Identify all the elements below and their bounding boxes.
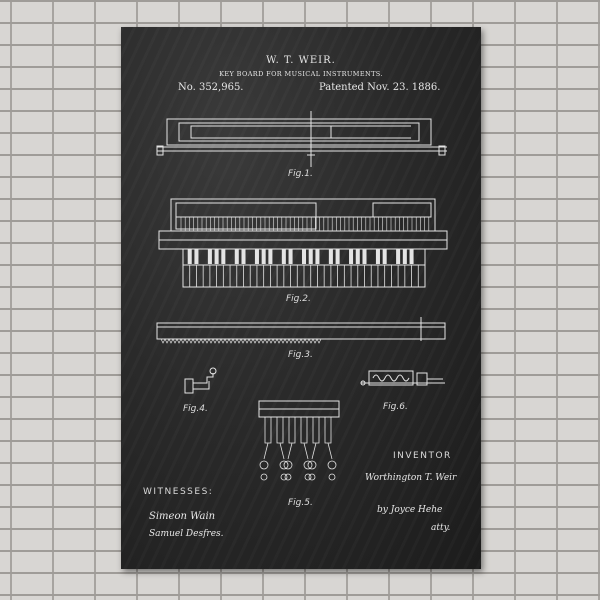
keyboard-hammers (181, 217, 429, 231)
action-rod (288, 443, 292, 459)
inventor-signature: Worthington T. Weir (365, 473, 457, 483)
black-key (261, 249, 266, 264)
black-key (254, 249, 259, 264)
action-ball-lower (261, 474, 267, 480)
action-rod (280, 443, 284, 459)
action-lever (265, 417, 271, 443)
black-key (328, 249, 333, 264)
action-ball-lower (281, 474, 287, 480)
action-lever (325, 417, 331, 443)
black-key (288, 249, 293, 264)
figure-1-drawing (157, 111, 447, 167)
witness-1-signature: Simeon Wain (149, 511, 216, 522)
black-key (355, 249, 360, 264)
fig1-label: Fig.1. (288, 169, 313, 179)
black-key (268, 249, 273, 264)
keyboard-black-keys (187, 249, 414, 264)
black-key (221, 249, 226, 264)
black-key (349, 249, 354, 264)
black-key (241, 249, 246, 264)
fig3-label: Fig.3. (288, 350, 313, 360)
black-key (335, 249, 340, 264)
fig4-label: Fig.4. (183, 404, 208, 414)
witness-2-signature: Samuel Desfres. (149, 529, 224, 539)
action-rod (264, 443, 268, 459)
inventor-label: INVENTOR (393, 451, 452, 461)
black-key (402, 249, 407, 264)
action-rod (304, 443, 308, 459)
action-ball (280, 461, 288, 469)
fig2-label: Fig.2. (286, 294, 311, 304)
keyboard-white-keys (190, 265, 419, 287)
key-actions (260, 417, 336, 480)
action-ball-lower (329, 474, 335, 480)
black-key (214, 249, 219, 264)
patent-drawings: Fig.1. Fig.2. Fig.3. (121, 27, 481, 508)
action-lever (277, 417, 283, 443)
rack-teeth-path (161, 339, 321, 343)
black-key (315, 249, 320, 264)
black-key (375, 249, 380, 264)
figure-2-drawing (159, 199, 447, 287)
action-lever (301, 417, 307, 443)
black-key (409, 249, 414, 264)
action-rod (328, 443, 332, 459)
action-lever (313, 417, 319, 443)
black-key (308, 249, 313, 264)
black-key (281, 249, 286, 264)
patent-poster: W. T. WEIR. KEY BOARD FOR MUSICAL INSTRU… (121, 27, 481, 569)
fig6-label: Fig.6. (383, 402, 408, 412)
attorney-line-2: atty. (431, 523, 451, 533)
rack-teeth (161, 339, 321, 343)
patent-number: No. 352,965. (178, 82, 244, 93)
action-ball (260, 461, 268, 469)
figure-6-drawing (361, 371, 445, 385)
fig5-label: Fig.5. (288, 498, 313, 508)
figure-3-drawing (157, 317, 445, 341)
action-ball-lower (309, 474, 315, 480)
black-key (362, 249, 367, 264)
black-key (396, 249, 401, 264)
inventor-name: W. T. WEIR. (266, 55, 336, 66)
black-key (382, 249, 387, 264)
black-key (207, 249, 212, 264)
attorney-line-1: by Joyce Hehe (377, 505, 443, 515)
action-ball (304, 461, 312, 469)
action-ball-lower (285, 474, 291, 480)
figure-4-drawing (185, 368, 216, 393)
action-ball (284, 461, 292, 469)
patent-date: Patented Nov. 23. 1886. (319, 82, 441, 93)
witnesses-label: WITNESSES: (143, 487, 214, 497)
black-key (301, 249, 307, 264)
figure-5-drawing (259, 401, 339, 417)
action-ball (308, 461, 316, 469)
action-ball (328, 461, 336, 469)
patent-title: KEY BOARD FOR MUSICAL INSTRUMENTS. (219, 70, 383, 78)
black-key (194, 249, 199, 264)
action-lever (289, 417, 295, 443)
action-rod (312, 443, 316, 459)
action-ball-lower (305, 474, 311, 480)
black-key (187, 249, 192, 264)
black-key (234, 249, 239, 264)
